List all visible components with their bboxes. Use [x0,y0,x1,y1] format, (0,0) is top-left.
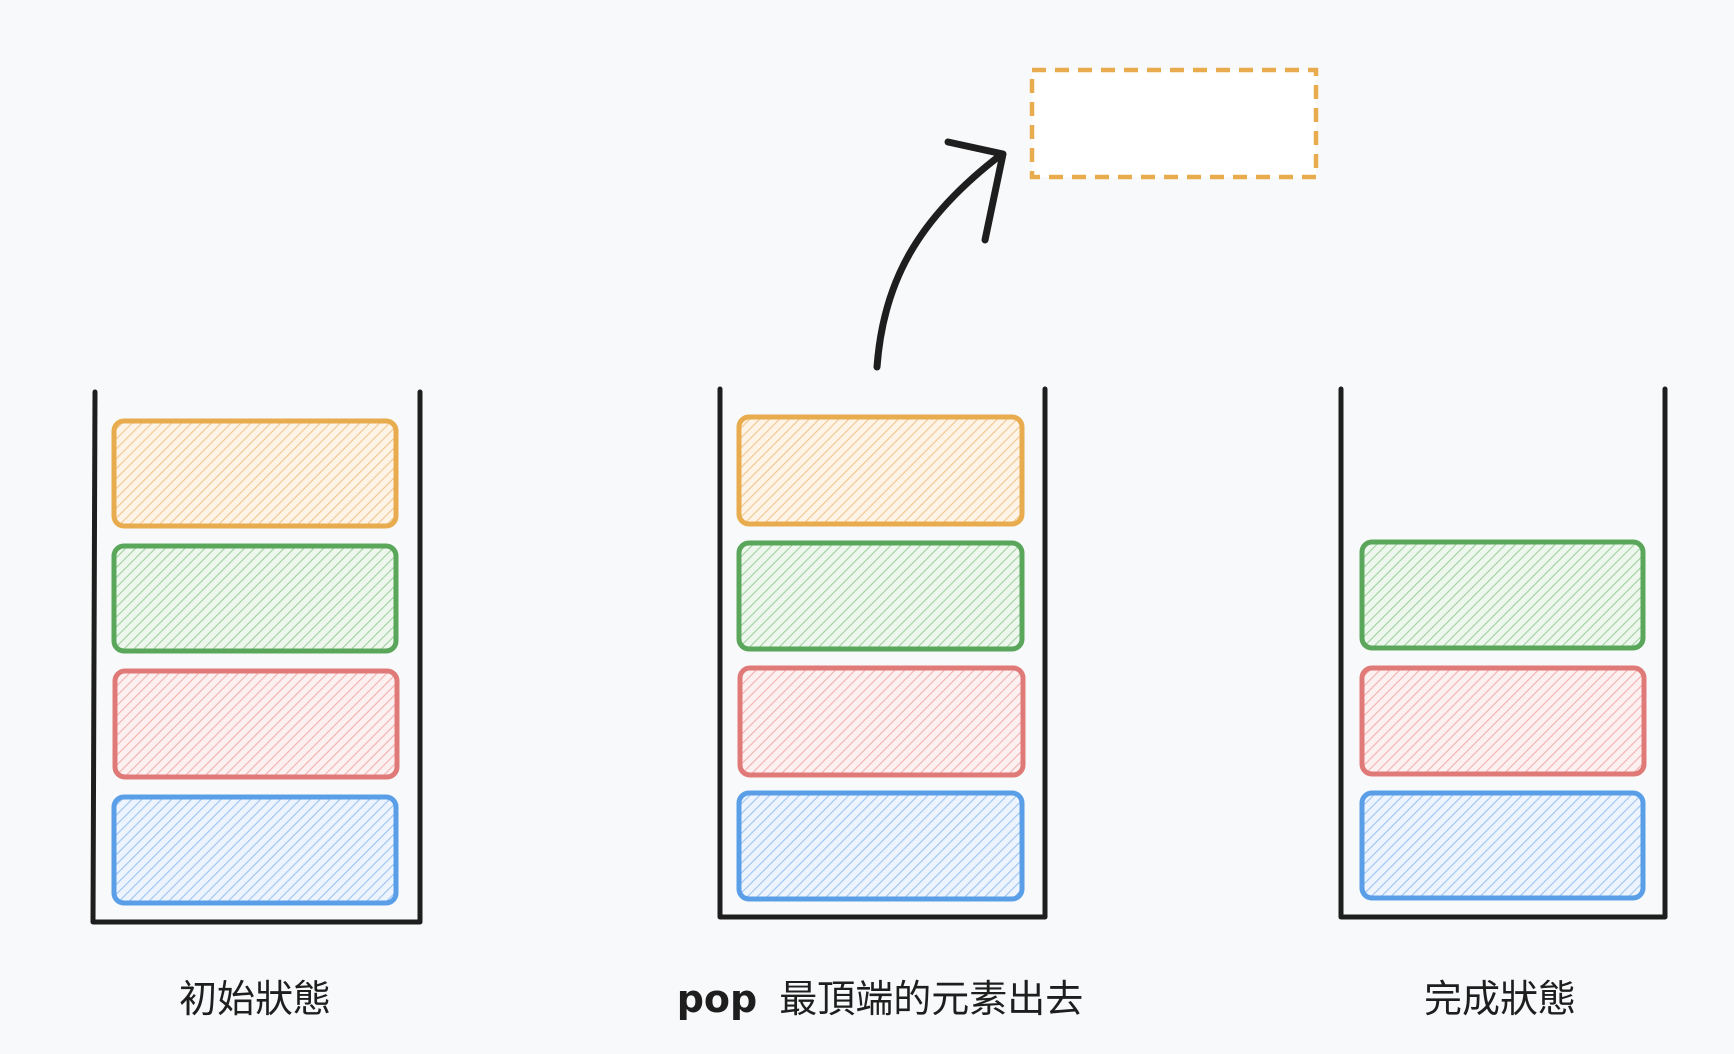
caption-pop: pop 最頂端的元素出去 [560,968,1200,1021]
stack-item-red [737,665,1026,778]
stack-item-green [111,543,399,654]
caption-final-state: 完成狀態 [1423,977,1576,1021]
stack-item-red [1359,665,1647,777]
popped-element-slot [1029,67,1319,180]
stack-item-red [112,668,400,780]
caption-initial-state: 初始狀態 [178,977,331,1021]
stack-item-blue [111,794,399,906]
stack-container [1338,386,1668,920]
stack-container [90,389,423,925]
stack-item-blue [1359,790,1646,901]
stack-item-green [736,540,1025,652]
stack-container [717,386,1048,920]
stack-item-orange [111,418,399,529]
stack-item-green [1359,539,1646,651]
pop-command-label: pop [676,977,758,1021]
stack-item-blue [736,790,1025,902]
stack-pop [717,386,1048,920]
pop-description: 最頂端的元素出去 [779,977,1084,1021]
stack-initial [90,389,423,925]
stack-item-orange [736,414,1025,527]
curved-arrow-icon [873,138,1007,371]
stack-final [1338,386,1668,920]
